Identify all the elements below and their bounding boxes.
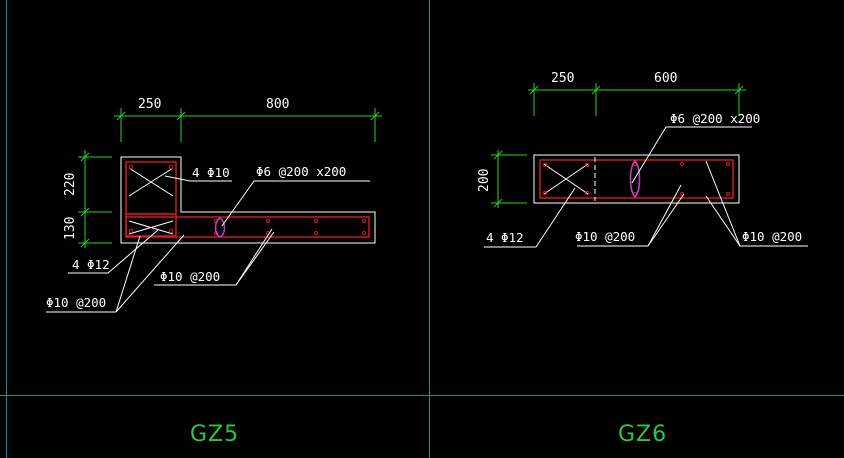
gz6-bar [726,162,730,166]
gz5-dim-top-left-value: 250 [138,97,161,112]
gz6-leader-tie [631,126,752,184]
gz5-dim-side-tick-mid [80,207,90,217]
gz5-leader-tie [221,180,370,227]
gz5-bar [128,164,134,170]
gz5-leaders [46,175,370,313]
gz5-cross-marks [128,167,174,235]
gz5-label-stirrup-right: Φ10 @200 [160,269,220,284]
gz6-dim-side-value: 200 [477,169,492,192]
gz5-dim-side-upper-value: 220 [63,173,78,196]
gz5-dim-side-lower-value: 130 [63,217,78,240]
gz5-leader-stirrup-left-a [115,235,141,313]
gz6-rebar-bars [542,162,730,196]
gz6-x-mark-b [543,163,589,195]
gz6-label-tie: Φ6 @200 x200 [670,111,760,126]
gz5-wall-stirrup [125,216,370,238]
gz5-bar [128,228,134,234]
gz6-leader-4phi12 [484,187,576,248]
gz5-dim-tick-mid [176,111,186,121]
gz6-leader-stirrup-mid-b [647,193,685,247]
gz5-label-4phi12: 4 Φ12 [72,257,110,272]
gz6-label-stirrup-mid: Φ10 @200 [575,229,635,244]
gz6-dimensions [491,83,746,208]
gz6-bar [542,162,548,168]
gz6-bar [726,192,730,196]
gz6-detail: 250 600 200 [477,71,808,447]
gz5-leader-4phi12 [68,229,159,274]
gz6-dim-side-tick-bot [493,198,503,208]
gz6-dim-top-right-value: 600 [654,71,677,86]
gz6-dim-side-tick-top [493,150,503,160]
gz5-leader-stirrup-left-b [115,234,185,313]
gz5-detail: 250 800 220 130 [46,97,382,447]
gz6-section-outline [533,154,740,204]
gz5-rebar-bars [128,164,366,235]
gz5-bar [314,219,318,223]
gz5-bar [168,228,174,234]
gz5-dim-tick-right [370,111,380,121]
gz5-column-stirrup [125,161,177,237]
gz6-dim-tick-mid [591,85,601,95]
gz6-cross-marks [543,163,589,195]
gz6-dim-tick-left [529,85,539,95]
gz5-leader-stirrup-right-b [235,231,275,286]
gz5-x-mark-d [128,220,174,235]
gz6-bar [542,190,548,196]
gz5-bar [362,219,366,223]
gz5-dim-top-right-value: 800 [266,97,289,112]
gz6-bar [584,162,590,168]
gz6-label-stirrup-right: Φ10 @200 [742,229,802,244]
gz6-stirrup [539,159,734,199]
gz5-bar [266,219,270,223]
gz5-title: GZ5 [190,422,239,447]
gz6-dim-tick-right [734,85,744,95]
gz5-label-tie: Φ6 @200 x200 [256,164,346,179]
gz6-bar [584,190,590,196]
gz6-tie-link [629,159,641,199]
gz6-leaders [484,126,808,248]
gz6-label-4phi12: 4 Φ12 [486,230,524,245]
gz6-dim-top-left-value: 250 [551,71,574,86]
gz5-dim-tick-left [116,111,126,121]
gz5-dim-side-tick-bot [80,238,90,248]
gz6-leader-stirrup-right-b [705,195,741,247]
gz5-tie-link [214,217,226,238]
gz5-leader-4phi10 [164,175,232,182]
gz5-x-mark-b [128,167,174,197]
gz6-rebar [539,159,734,199]
gz5-dim-side-tick-top [80,152,90,162]
gz5-bar [362,231,366,235]
gz5-section-outline [120,156,376,244]
gz5-bar [314,231,318,235]
gz5-bar [168,164,174,170]
gz5-label-stirrup-left: Φ10 @200 [46,295,106,310]
gz5-label-4phi10: 4 Φ10 [192,165,230,180]
gz6-title: GZ6 [618,422,667,447]
gz6-bar [680,162,684,166]
gz5-dimensions [78,108,382,248]
